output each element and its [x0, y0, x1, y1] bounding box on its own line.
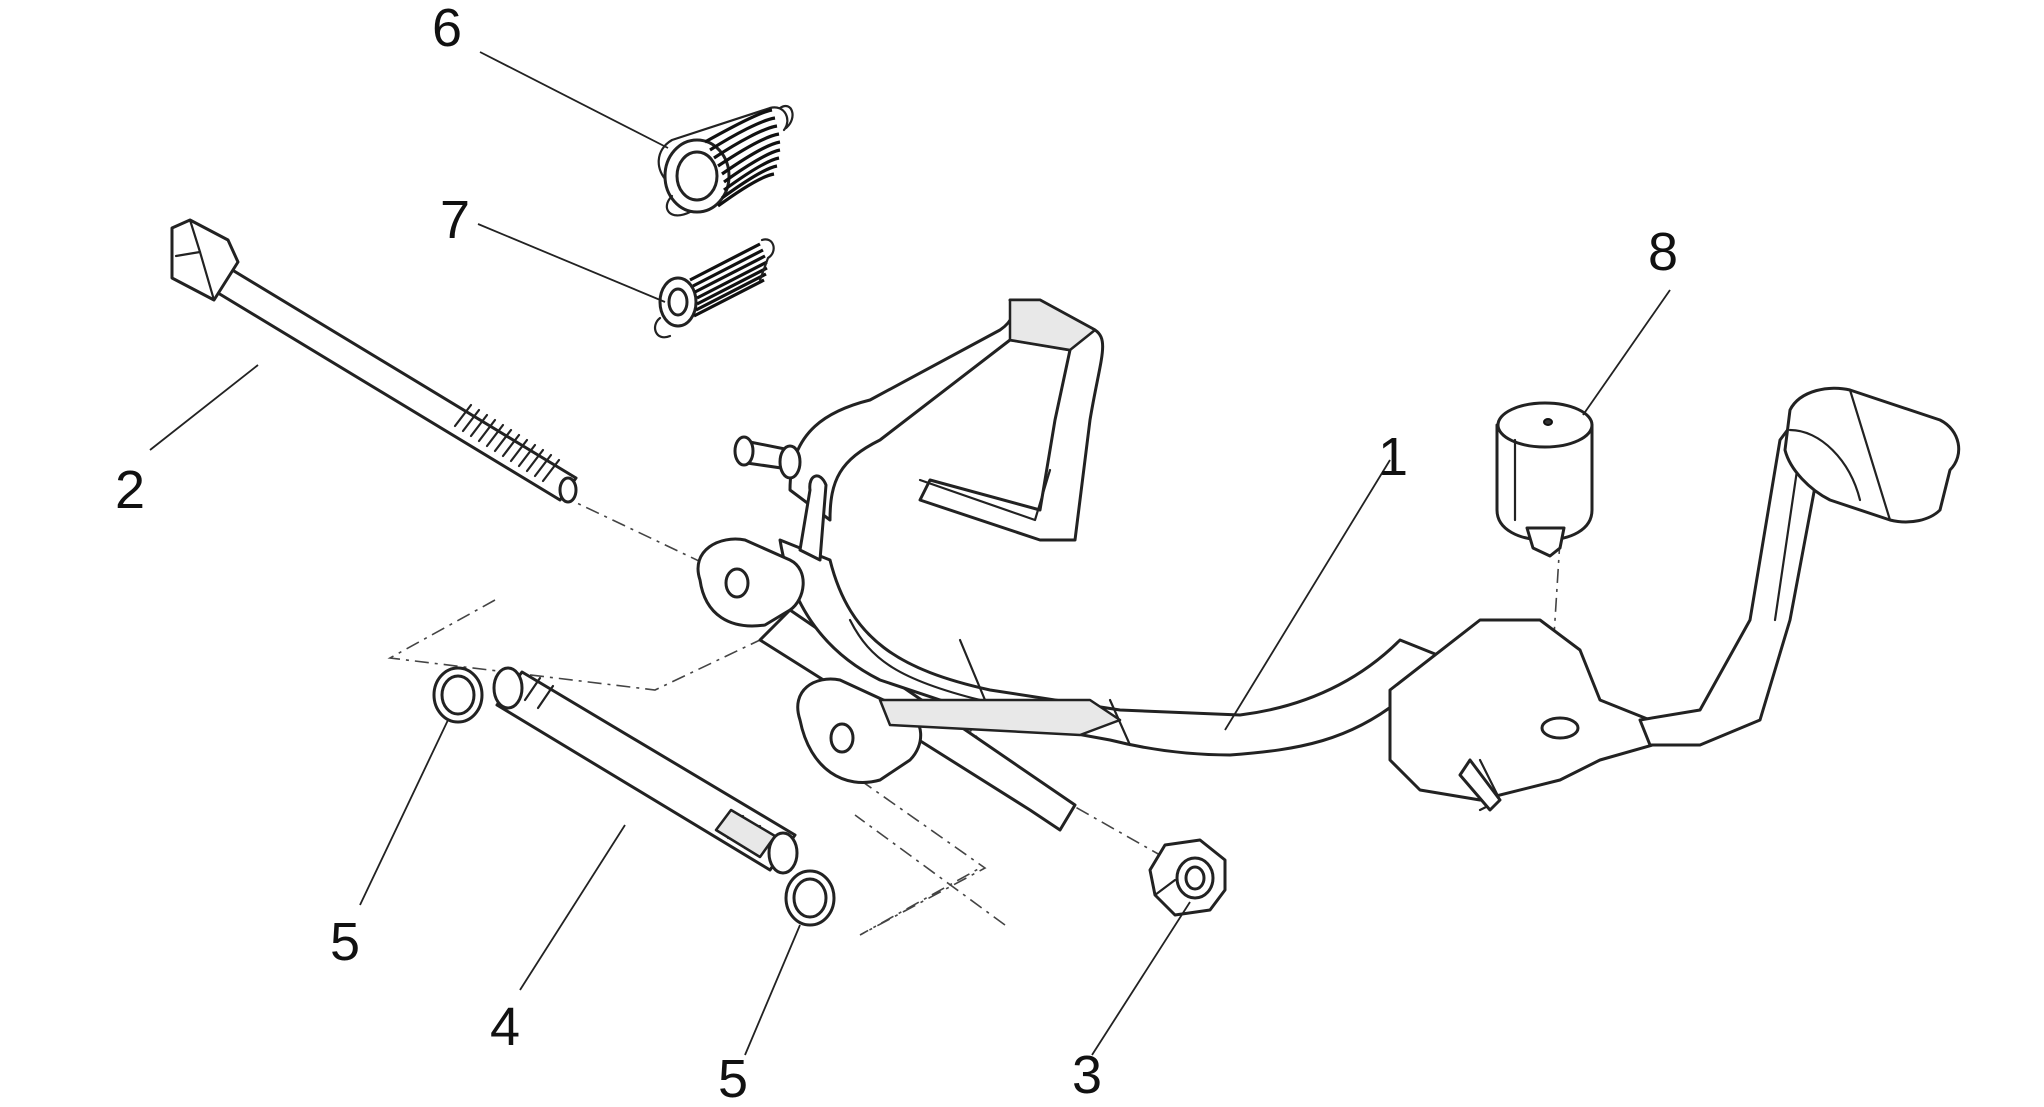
callout-6: 6: [432, 0, 462, 58]
part-6-large-spring: [657, 105, 794, 217]
callout-2: 2: [115, 460, 145, 520]
callout-8: 8: [1648, 222, 1678, 282]
callout-5-lower: 5: [718, 1049, 748, 1107]
part-7-small-spring: [653, 238, 775, 339]
part-5-washer-lower: [784, 869, 836, 927]
part-3-lock-nut: [1148, 838, 1227, 917]
callout-numbers: 1 2 3 4 5 5 6 7 8: [115, 0, 1678, 1107]
part-5-washer-upper: [432, 666, 484, 724]
part-1-center-stand: [696, 298, 1961, 832]
callout-4: 4: [490, 997, 520, 1057]
part-2-long-bolt: [170, 218, 578, 504]
part-8-rubber-stop: [1495, 401, 1594, 558]
callout-leader-lines: [149, 51, 1671, 1056]
callout-5-upper: 5: [330, 912, 360, 972]
part-4-pivot-shaft: [492, 666, 799, 875]
callout-1: 1: [1378, 427, 1408, 487]
callout-7: 7: [440, 190, 470, 250]
callout-3: 3: [1072, 1045, 1102, 1105]
